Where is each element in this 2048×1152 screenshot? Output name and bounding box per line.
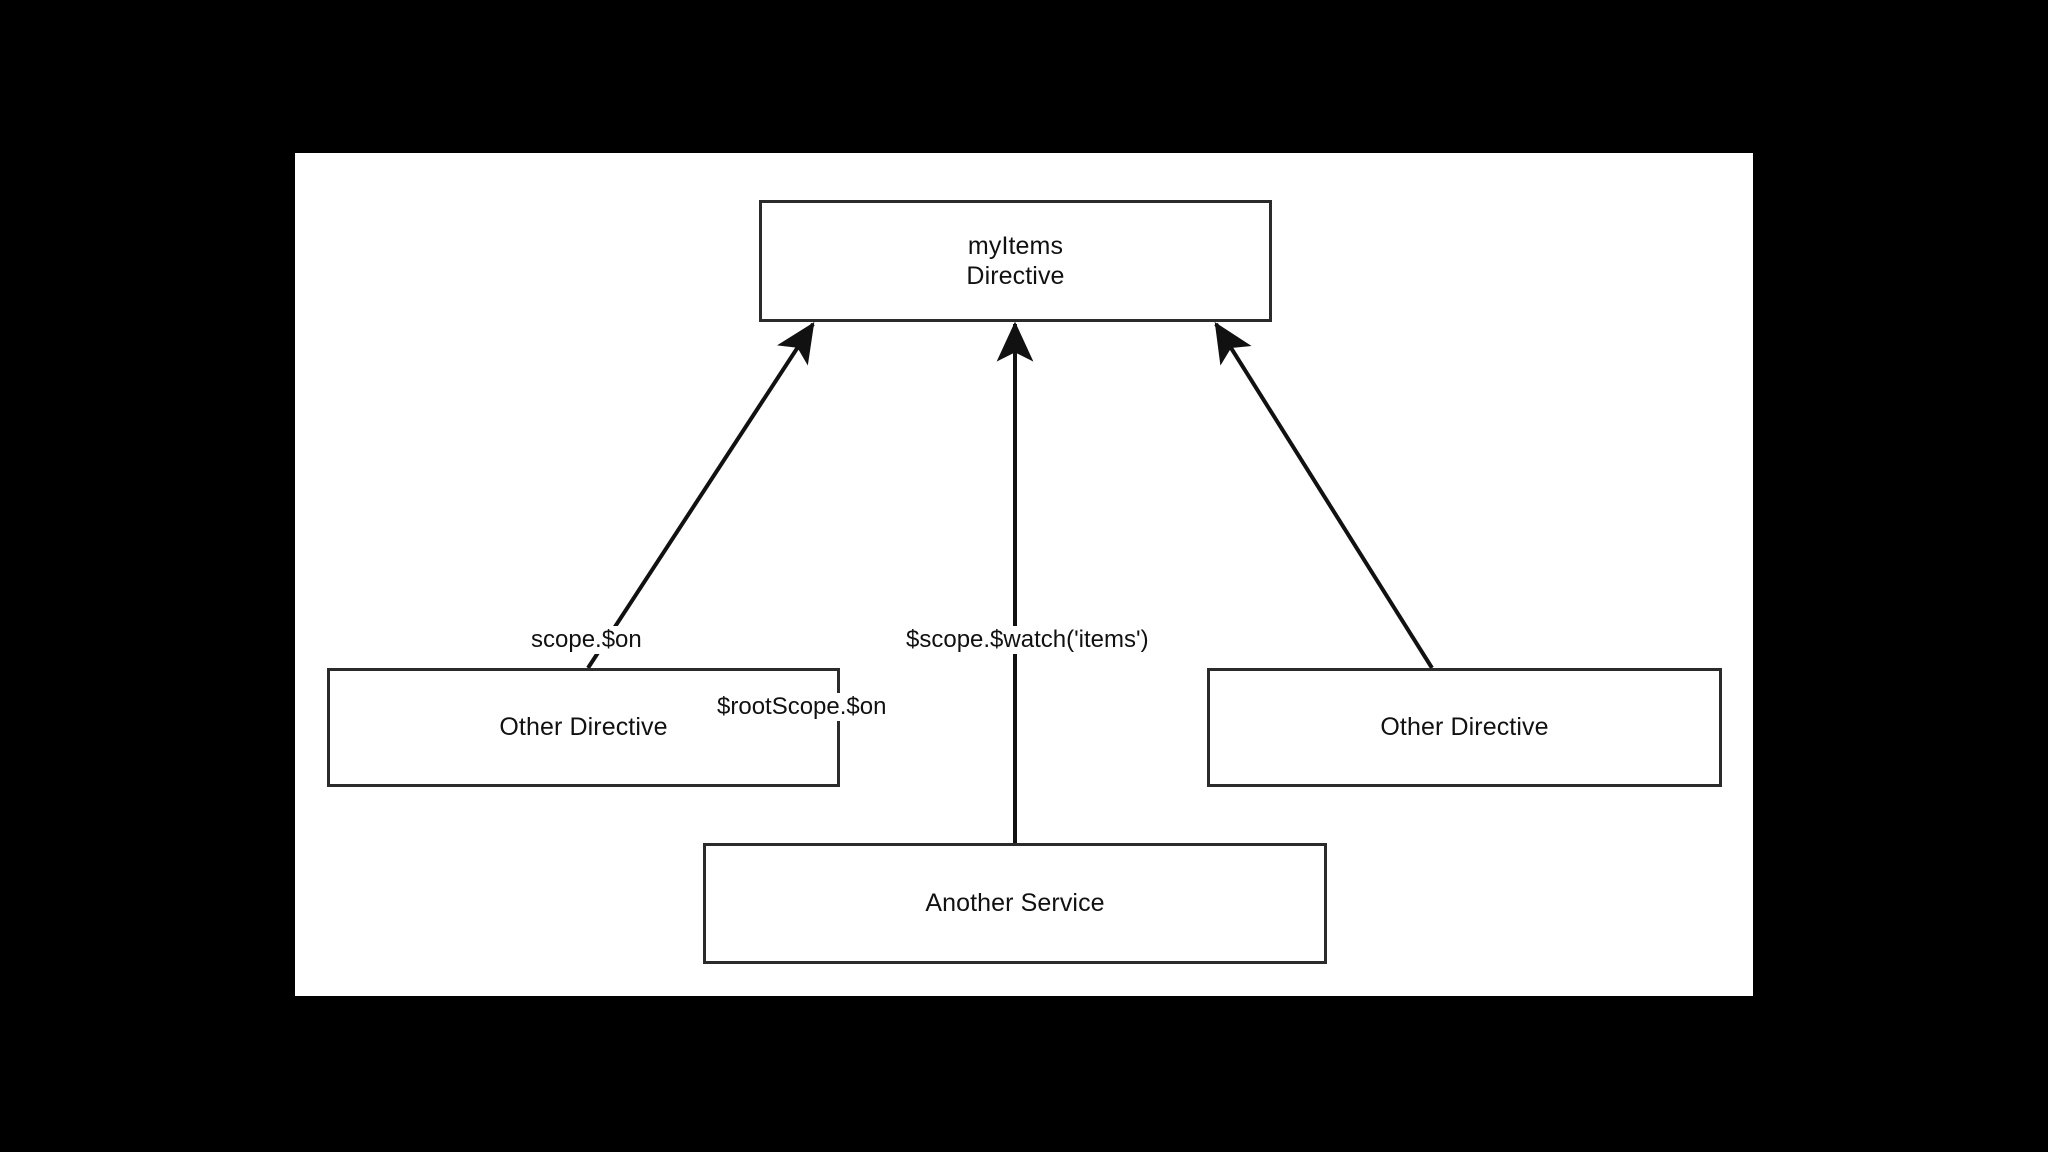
node-another-service[interactable]: Another Service bbox=[703, 843, 1327, 964]
node-other-directive-left[interactable]: Other Directive bbox=[327, 668, 840, 787]
edge-label-scope-watch: $scope.$watch('items') bbox=[902, 626, 1153, 654]
edge-line-scope-watch bbox=[1214, 321, 1434, 670]
node-other-directive-right[interactable]: Other Directive bbox=[1207, 668, 1722, 787]
edge-label-scope-on: scope.$on bbox=[527, 626, 646, 654]
diagram-canvas: myItems Directive Other Directive Other … bbox=[295, 153, 1753, 996]
edge-label-rootscope-on: $rootScope.$on bbox=[713, 693, 891, 721]
node-myitems-directive[interactable]: myItems Directive bbox=[759, 200, 1272, 322]
node-other-directive-right-label: Other Directive bbox=[1380, 713, 1549, 742]
node-another-service-label: Another Service bbox=[925, 889, 1105, 918]
edge-line-scope-on bbox=[586, 321, 815, 670]
node-myitems-directive-label: myItems Directive bbox=[966, 231, 1065, 291]
node-other-directive-left-label: Other Directive bbox=[499, 713, 668, 742]
diagram-edges-layer bbox=[586, 321, 1434, 843]
